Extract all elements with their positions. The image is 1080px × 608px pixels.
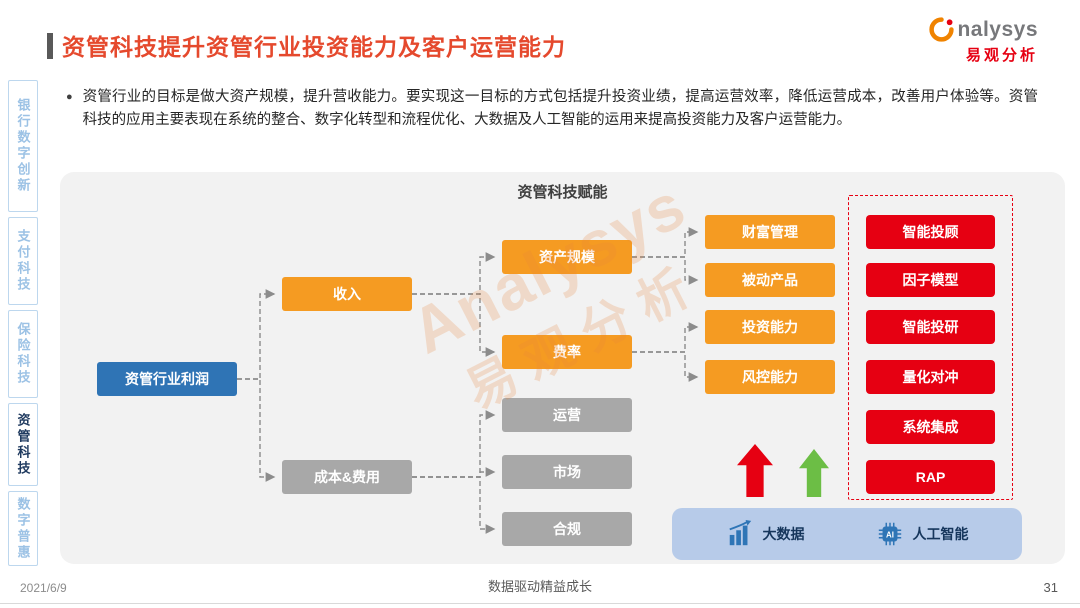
- node-fee-rate: 费率: [502, 335, 632, 369]
- node-income: 收入: [282, 277, 412, 311]
- legend-bigdata: 大数据: [726, 520, 805, 548]
- logo-brand-cn: 易观分析: [965, 47, 1038, 64]
- intro-text: 资管行业的目标是做大资产规模，提升营收能力。要实现这一目标的方式包括提升投资业绩…: [82, 89, 1038, 129]
- tech-smart-research: 智能投研: [866, 310, 995, 344]
- intro-block: ● 资管行业的目标是做大资产规模，提升营收能力。要实现这一目标的方式包括提升投资…: [66, 86, 1038, 133]
- sidebar: 银行数字创新 支付科技 保险科技 资管科技 数字普惠: [8, 80, 38, 566]
- ai-icon-text: AI: [886, 531, 894, 540]
- footer-slogan: 数据驱动精益成长: [487, 579, 592, 594]
- legend-bigdata-label: 大数据: [762, 526, 805, 542]
- tech-system-integration: 系统集成: [866, 410, 995, 444]
- node-market: 市场: [502, 455, 632, 489]
- node-wealth-management: 财富管理: [705, 215, 835, 249]
- legend-ai-label: 人工智能: [912, 526, 969, 542]
- node-passive-products: 被动产品: [705, 263, 835, 297]
- tech-rap: RAP: [866, 460, 995, 494]
- diagram-panel: 资管科技赋能 资管行业利润: [60, 168, 1065, 564]
- legend-ai: AI 人工智能: [876, 520, 969, 548]
- flow-connectors: [237, 227, 699, 534]
- bar-chart-icon: [728, 520, 751, 546]
- node-risk-control: 风控能力: [705, 360, 835, 394]
- node-compliance: 合规: [502, 512, 632, 546]
- diagram-title: 资管科技赋能: [517, 184, 608, 201]
- footer-date: 2021/6/9: [20, 581, 67, 595]
- node-industry-profit: 资管行业利润: [97, 362, 237, 396]
- bullet-icon: ●: [66, 91, 73, 103]
- tech-group-frame: [848, 195, 1013, 500]
- title-accent-bar: [47, 33, 53, 59]
- tech-legend-bar: 大数据 AI 人工智能: [672, 508, 1022, 560]
- analysys-logo: nalysys 易观分析: [928, 16, 1038, 65]
- ai-chip-icon: AI: [878, 522, 901, 546]
- sidebar-item-payment-tech[interactable]: 支付科技: [8, 217, 38, 305]
- analysys-logo-mark-icon: [929, 17, 955, 42]
- logo-brand-text: nalysys: [957, 17, 1038, 41]
- node-cost-expense: 成本&费用: [282, 460, 412, 494]
- sidebar-item-asset-mgmt-tech[interactable]: 资管科技: [8, 403, 38, 486]
- tech-robo-advisor: 智能投顾: [866, 215, 995, 249]
- tech-factor-model: 因子模型: [866, 263, 995, 297]
- node-operations: 运营: [502, 398, 632, 432]
- page-title: 资管科技提升资管行业投资能力及客户运营能力: [62, 34, 566, 60]
- sidebar-item-digital-inclusion[interactable]: 数字普惠: [8, 491, 38, 566]
- tech-quant-hedging: 量化对冲: [866, 360, 995, 394]
- sidebar-item-insurance-tech[interactable]: 保险科技: [8, 310, 38, 398]
- node-investment-capability: 投资能力: [705, 310, 835, 344]
- footer-divider: [0, 603, 1080, 604]
- page-number: 31: [1043, 580, 1058, 595]
- sidebar-item-banking-digital[interactable]: 银行数字创新: [8, 80, 38, 212]
- node-asset-scale: 资产规模: [502, 240, 632, 274]
